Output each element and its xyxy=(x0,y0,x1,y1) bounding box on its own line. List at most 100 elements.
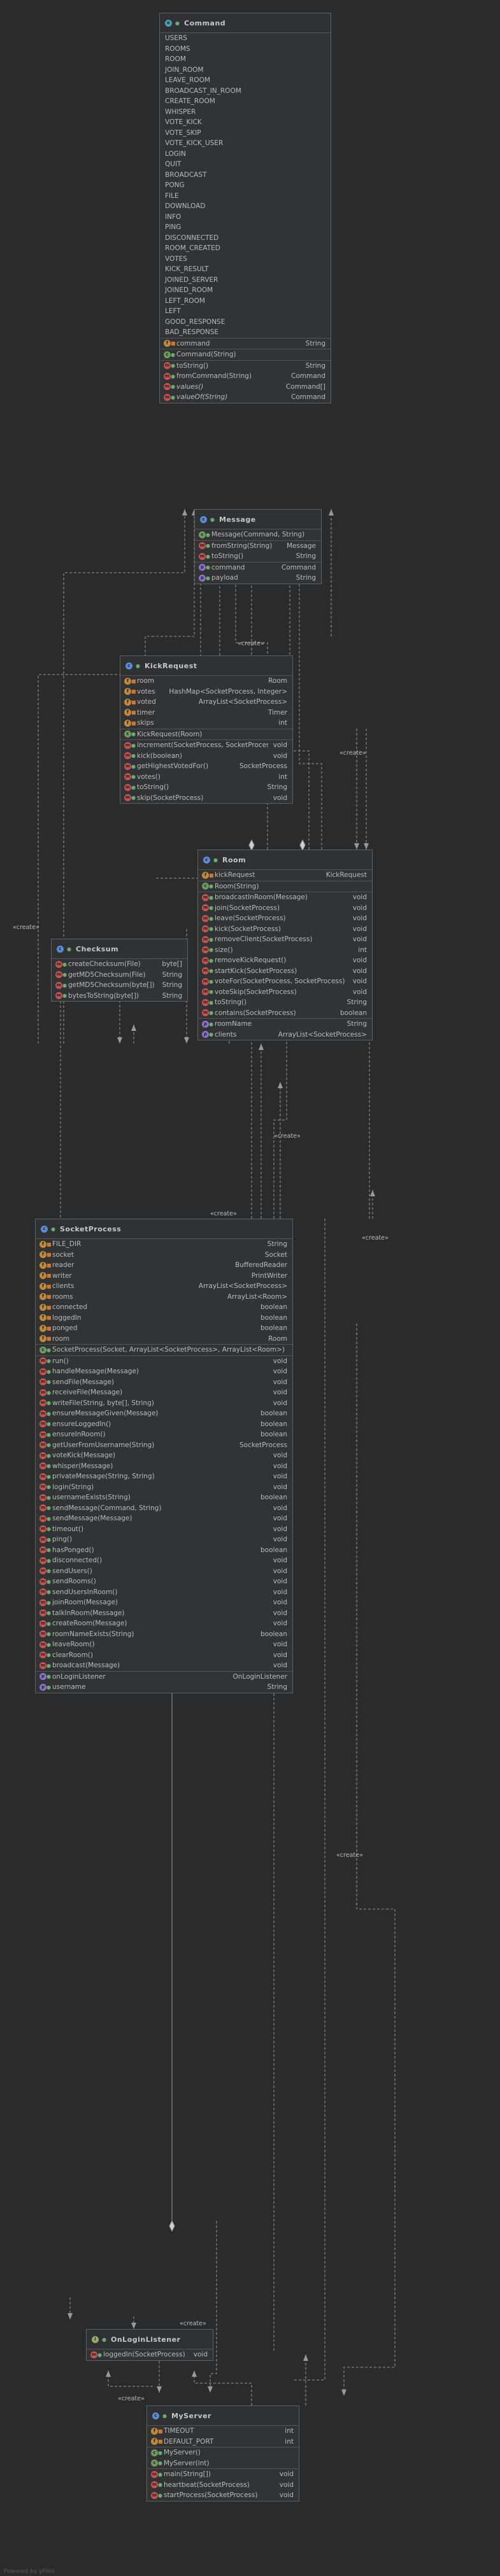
member-row[interactable]: m●run()void xyxy=(36,1356,292,1367)
member-row[interactable]: USERS xyxy=(160,33,331,44)
member-row[interactable]: m●receiveFile(Message)void xyxy=(36,1387,292,1398)
member-row[interactable]: m●ensureLoggedIn()boolean xyxy=(36,1419,292,1430)
member-row[interactable]: m●writeFile(String, byte[], String)void xyxy=(36,1398,292,1409)
member-row[interactable]: QUIT xyxy=(160,159,331,170)
member-row[interactable]: m●leave(SocketProcess)void xyxy=(198,913,372,924)
member-row[interactable]: JOINED_ROOM xyxy=(160,285,331,296)
member-row[interactable]: m●removeClient(SocketProcess)void xyxy=(198,934,372,945)
member-row[interactable]: GOOD_RESPONSE xyxy=(160,317,331,328)
member-row[interactable]: m●getMD5Checksum(byte[])String xyxy=(52,980,187,991)
member-row[interactable]: m●votes()int xyxy=(120,772,292,783)
member-row[interactable]: m●createRoom(Message)void xyxy=(36,1618,292,1629)
member-row[interactable]: m●getUserFromUsername(String)SocketProce… xyxy=(36,1440,292,1451)
member-row[interactable]: m●heartbeat(SocketProcess)void xyxy=(147,2480,299,2491)
member-row[interactable]: m●disconnected()void xyxy=(36,1555,292,1566)
member-row[interactable]: m●usernameExists(String)boolean xyxy=(36,1492,292,1503)
class-header[interactable]: c●SocketProcess xyxy=(36,1219,292,1239)
member-row[interactable]: PING xyxy=(160,222,331,233)
member-row[interactable]: m●talkInRoom(Message)void xyxy=(36,1608,292,1619)
member-row[interactable]: m●timeout()void xyxy=(36,1524,292,1535)
member-row[interactable]: m●toString()String xyxy=(160,361,331,372)
member-row[interactable]: PONG xyxy=(160,180,331,191)
member-row[interactable]: m●sendRooms()void xyxy=(36,1576,292,1587)
class-header[interactable]: c●Room xyxy=(198,850,372,870)
member-row[interactable]: c●Message(Command, String) xyxy=(195,529,321,540)
member-row[interactable]: m●ensureMessageGiven(Message)boolean xyxy=(36,1408,292,1419)
member-row[interactable]: m●getMD5Checksum(File)String xyxy=(52,970,187,981)
member-row[interactable]: ROOM_CREATED xyxy=(160,243,331,254)
member-row[interactable]: m●valueOf(String)Command xyxy=(160,392,331,403)
member-row[interactable]: m●getHighestVotedFor()SocketProcess xyxy=(120,761,292,772)
member-row[interactable]: m●toString()String xyxy=(195,551,321,562)
member-row[interactable]: c●Room(String) xyxy=(198,881,372,892)
member-row[interactable]: m●hasPonged()boolean xyxy=(36,1545,292,1556)
member-row[interactable]: m●kick(boolean)void xyxy=(120,751,292,762)
member-row[interactable]: BROADCAST xyxy=(160,170,331,181)
member-row[interactable]: m●toString()String xyxy=(198,997,372,1008)
member-row[interactable]: VOTE_SKIP xyxy=(160,128,331,139)
member-row[interactable]: m●ping()void xyxy=(36,1534,292,1545)
member-row[interactable]: m●voteKick(Message)void xyxy=(36,1450,292,1461)
member-row[interactable]: BAD_RESPONSE xyxy=(160,327,331,338)
member-row[interactable]: m●leaveRoom()void xyxy=(36,1639,292,1650)
member-row[interactable]: VOTE_KICK_USER xyxy=(160,138,331,149)
member-row[interactable]: VOTE_KICK xyxy=(160,117,331,128)
member-row[interactable]: ROOMS xyxy=(160,44,331,55)
member-row[interactable]: m●toString()String xyxy=(120,782,292,793)
member-row[interactable]: m●removeKickRequest()void xyxy=(198,955,372,966)
member-row[interactable]: LEAVE_ROOM xyxy=(160,75,331,86)
member-row[interactable]: m●fromCommand(String)Command xyxy=(160,371,331,382)
member-row[interactable]: m●sendMessage(Command, String)void xyxy=(36,1503,292,1514)
class-header[interactable]: c●MyServer xyxy=(147,2406,299,2426)
member-row[interactable]: m●ensureInRoom()boolean xyxy=(36,1429,292,1440)
member-row[interactable]: ROOM xyxy=(160,54,331,65)
member-row[interactable]: m●join(SocketProcess)void xyxy=(198,903,372,914)
member-row[interactable]: m●roomNameExists(String)boolean xyxy=(36,1629,292,1640)
member-row[interactable]: m●kick(SocketProcess)void xyxy=(198,924,372,935)
member-row[interactable]: m●fromString(String)Message xyxy=(195,541,321,552)
member-row[interactable]: m●joinRoom(Message)void xyxy=(36,1597,292,1608)
class-header[interactable]: c●Checksum xyxy=(52,939,187,959)
member-row[interactable]: m●startProcess(SocketProcess)void xyxy=(147,2490,299,2501)
member-row[interactable]: m●voteSkip(SocketProcess)void xyxy=(198,987,372,998)
member-row[interactable]: m●increment(SocketProcess, SocketProcess… xyxy=(120,740,292,751)
member-row[interactable]: m●sendFile(Message)void xyxy=(36,1377,292,1388)
member-row[interactable]: JOIN_ROOM xyxy=(160,65,331,76)
member-row[interactable]: m●size()int xyxy=(198,945,372,956)
member-row[interactable]: m●login(String)void xyxy=(36,1482,292,1493)
member-row[interactable]: c●MyServer(int) xyxy=(147,2458,299,2469)
member-row[interactable]: m●startKick(SocketProcess)void xyxy=(198,966,372,977)
member-row[interactable]: c●SocketProcess(Socket, ArrayList<Socket… xyxy=(36,1345,292,1355)
member-row[interactable]: WHISPER xyxy=(160,107,331,118)
member-row[interactable]: m●contains(SocketProcess)boolean xyxy=(198,1008,372,1019)
member-row[interactable]: m●broadcastInRoom(Message)void xyxy=(198,892,372,903)
member-row[interactable]: BROADCAST_IN_ROOM xyxy=(160,86,331,97)
member-row[interactable]: DISCONNECTED xyxy=(160,233,331,244)
